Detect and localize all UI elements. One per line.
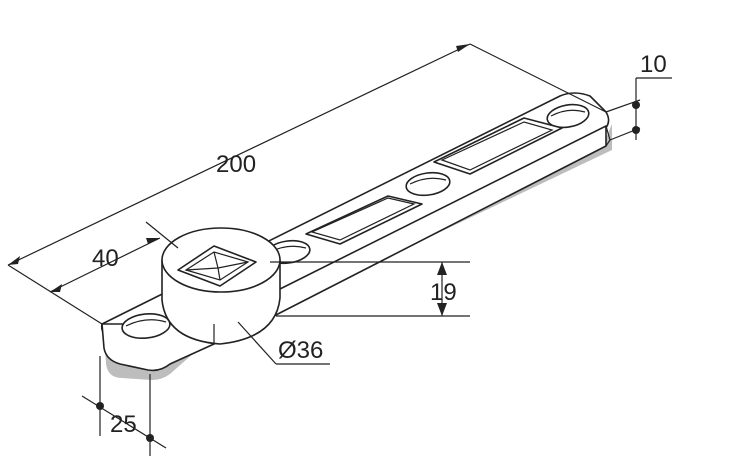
mounting-hole-right — [546, 103, 590, 129]
dimension-thickness-label: 10 — [640, 51, 667, 78]
dimension-hub-diameter — [237, 321, 330, 365]
dimension-thickness — [605, 77, 672, 141]
dimension-hub-diameter-label: Ø36 — [278, 337, 323, 364]
dimension-offset-label: 40 — [92, 245, 119, 272]
dimension-hub-height-label: 19 — [430, 279, 457, 306]
slot-left — [305, 195, 423, 245]
slot-right — [433, 117, 563, 175]
dimension-offset — [49, 221, 179, 293]
dimension-length — [7, 43, 607, 325]
hub — [161, 227, 281, 345]
dimension-width-label: 25 — [110, 411, 137, 438]
dimension-width — [81, 356, 167, 456]
dimension-length-label: 200 — [216, 151, 256, 178]
dimension-hub-height — [270, 261, 470, 317]
mounting-hole-middle-2 — [405, 171, 451, 197]
